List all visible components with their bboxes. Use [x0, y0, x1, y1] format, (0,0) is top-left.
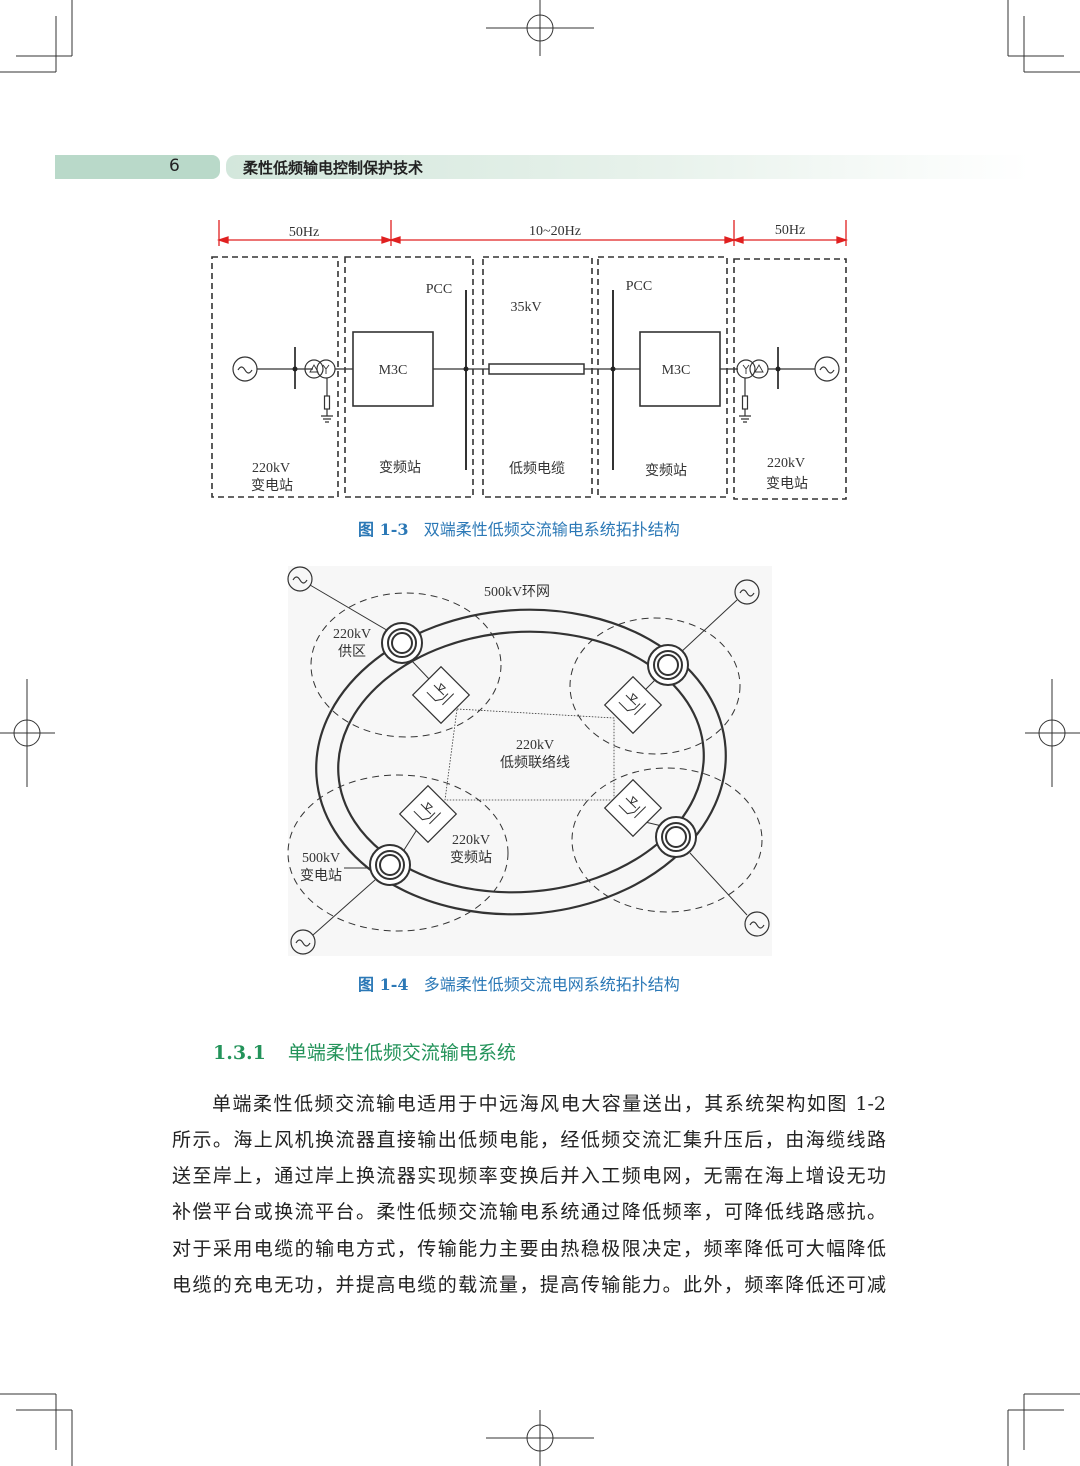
registration-mark-top: [486, 0, 594, 56]
transformer-wye-icon: [736, 359, 756, 379]
pcc-label-right: PCC: [626, 279, 652, 294]
figure-1-3-caption: 图 1-3 双端柔性低频交流输电系统拓扑结构: [358, 516, 680, 540]
running-header: 柔性低频输电控制保护技术: [226, 155, 1030, 179]
crop-mark-top-left: [0, 0, 73, 73]
page-number: 6: [169, 156, 180, 176]
transformer-delta-icon: [304, 359, 324, 379]
supply-area-ellipses: [287, 592, 763, 932]
paragraph-line: 所示。海上风机换流器直接输出低频电能，经低频交流汇集升压后，由海缆线路: [172, 1129, 886, 1151]
section-boxes: [211, 256, 847, 500]
supply-area-label: 供区: [338, 644, 366, 660]
m3c-right-box: [639, 331, 721, 407]
converter-icons: [398, 665, 663, 844]
figure-1-4-caption: 图 1-4 多端柔性低频交流电网系统拓扑结构: [358, 971, 680, 995]
page-number-tab: 6: [55, 155, 220, 179]
ac-source-icon: [232, 356, 258, 382]
registration-mark-left: [0, 679, 55, 787]
m3c-right-label: M3C: [662, 363, 691, 378]
figure-1-4-diagram: 500kV环网 220kV 供区 220kV 低频联络线 220kV 变频站 5…: [287, 566, 772, 956]
figure-1-3-diagram: 50Hz 10~20Hz 50Hz PCC PCC 35kV: [211, 220, 849, 500]
paragraph-line: 送至岸上，通过岸上换流器实现频率变换后并入工频电网，无需在海上增设无功: [172, 1165, 886, 1187]
cable-label: 低频电缆: [509, 461, 565, 477]
m3c-left-box: [352, 331, 434, 407]
caption-text: 多端柔性低频交流电网系统拓扑结构: [423, 975, 680, 994]
section-number: 1.3.1: [213, 1042, 266, 1064]
pcc-label-left: PCC: [426, 282, 452, 297]
section-title: 单端柔性低频交流输电系统: [287, 1042, 516, 1064]
section-heading: 1.3.1 单端柔性低频交流输电系统: [213, 1038, 516, 1065]
ac-source-icons: [287, 566, 770, 955]
substation-label: 变电站: [300, 868, 342, 884]
left-station-name: 变电站: [251, 478, 293, 494]
crop-mark-bottom-left: [0, 1393, 73, 1466]
caption-text: 双端柔性低频交流输电系统拓扑结构: [423, 520, 680, 539]
substation-icons: [369, 622, 697, 886]
m3c-left-label: M3C: [379, 363, 408, 378]
tie-line-voltage: 220kV: [516, 738, 554, 753]
ac-source-icon: [814, 356, 840, 382]
voltage-35kv-label: 35kV: [510, 300, 541, 315]
transformer-wye-icon: [316, 359, 336, 379]
left-station-voltage: 220kV: [252, 461, 290, 476]
converter-right-label: 变频站: [645, 463, 687, 479]
converter-left-label: 变频站: [379, 460, 421, 476]
substation-voltage: 500kV: [302, 851, 340, 866]
registration-mark-right: [1025, 679, 1080, 787]
book-title: 柔性低频输电控制保护技术: [243, 159, 424, 177]
registration-mark-bottom: [486, 1410, 594, 1466]
tie-lines: [444, 708, 615, 801]
cable-icon: [488, 363, 585, 375]
500kv-ring: [315, 608, 727, 916]
converter-label: 变频站: [450, 850, 492, 866]
caption-number: 图 1-3: [358, 520, 409, 539]
right-station-name: 变电站: [766, 476, 808, 492]
transformer-delta-icon: [749, 359, 769, 379]
caption-number: 图 1-4: [358, 975, 409, 994]
tie-line-label: 低频联络线: [500, 755, 570, 771]
freq-label-left: 50Hz: [289, 225, 319, 240]
crop-mark-bottom-right: [1007, 1393, 1080, 1466]
freq-label-right: 50Hz: [775, 223, 805, 238]
frequency-span-arrows: [216, 220, 849, 246]
crop-mark-top-right: [1007, 0, 1080, 73]
paragraph-line: 对于采用电缆的输电方式，传输能力主要由热稳极限决定，频率降低可大幅降低: [172, 1238, 886, 1260]
paragraph-line: 电缆的充电无功，并提高电缆的载流量，提高传输能力。此外，频率降低还可减: [172, 1274, 886, 1296]
converter-voltage: 220kV: [452, 833, 490, 848]
freq-label-middle: 10~20Hz: [529, 224, 581, 239]
supply-area-voltage: 220kV: [333, 627, 371, 642]
ring-label: 500kV环网: [484, 585, 550, 600]
paragraph-line: 补偿平台或换流平台。柔性低频交流输电系统通过降低频率，可降低线路感抗。: [172, 1201, 886, 1223]
paragraph-line: 单端柔性低频交流输电适用于中远海风电大容量送出，其系统架构如图 1-2: [212, 1093, 886, 1115]
right-station-voltage: 220kV: [767, 456, 805, 471]
